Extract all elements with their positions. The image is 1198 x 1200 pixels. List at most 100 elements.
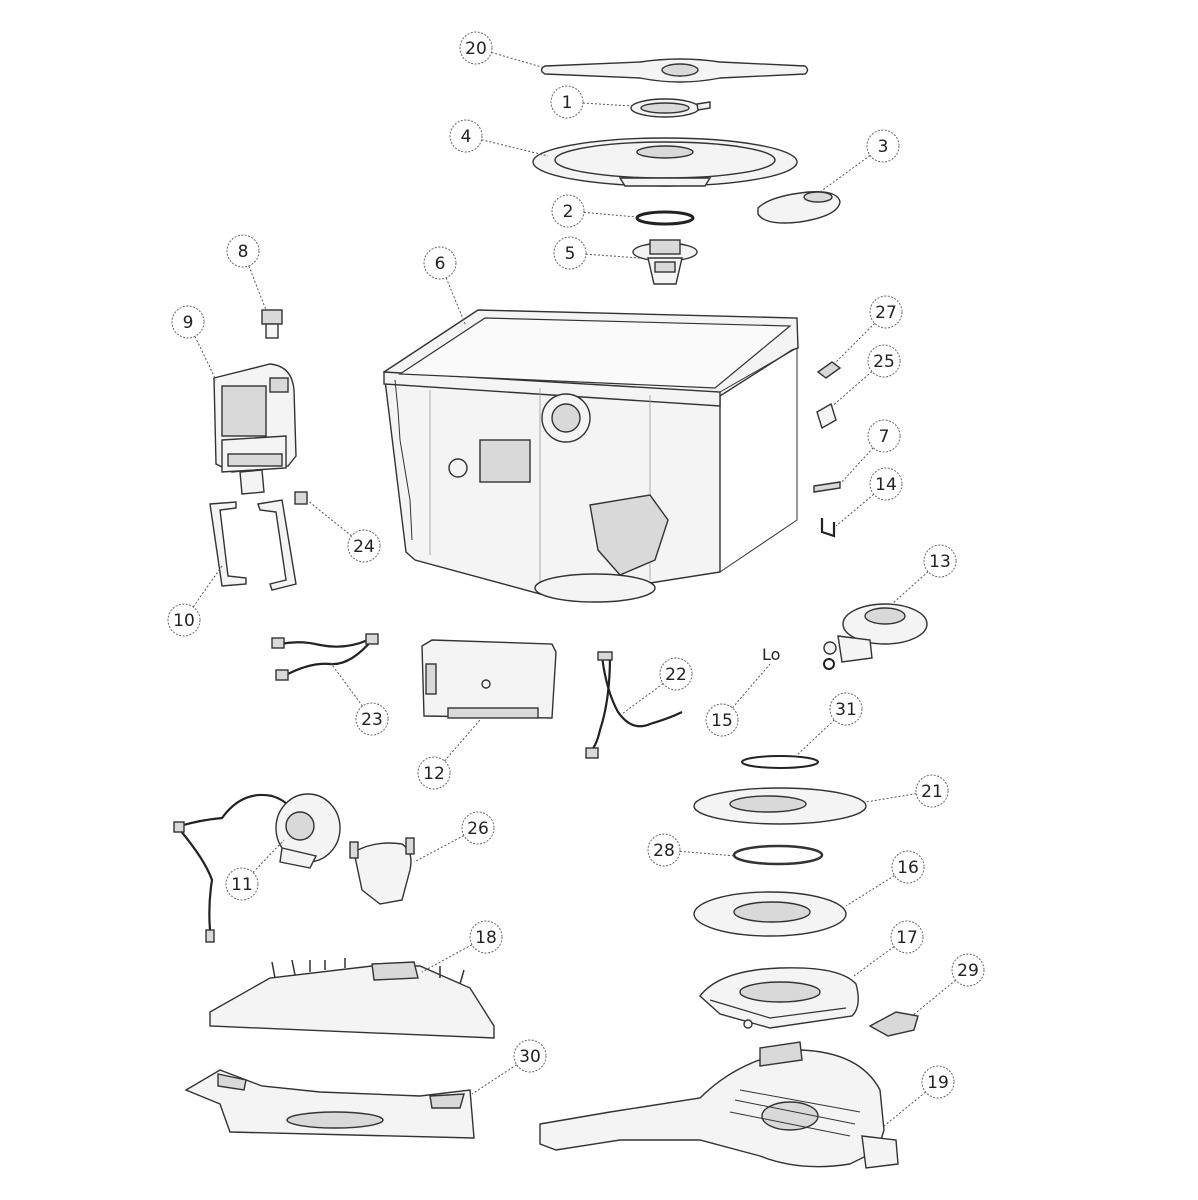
callout-bubble-23 xyxy=(355,702,389,736)
callout-bubble-15 xyxy=(705,703,739,737)
callout-29: 29 xyxy=(911,953,985,1017)
callout-label-30: 30 xyxy=(519,1047,541,1067)
callout-bubble-18 xyxy=(469,920,503,954)
callout-label-14: 14 xyxy=(875,475,897,495)
callout-2: 2 xyxy=(551,194,637,228)
callout-9: 9 xyxy=(171,305,217,381)
callout-6: 6 xyxy=(423,246,467,327)
part-31-gasket xyxy=(741,755,819,769)
callout-label-23: 23 xyxy=(361,710,383,730)
callout-16: 16 xyxy=(845,850,925,907)
callout-bubble-17 xyxy=(890,920,924,954)
part-13-oring xyxy=(823,658,835,670)
callout-15: 15 xyxy=(705,663,771,737)
callout-bubble-6 xyxy=(423,246,457,280)
callout-bubble-7 xyxy=(867,419,901,453)
callout-label-21: 21 xyxy=(921,782,943,802)
callout-bubble-26 xyxy=(461,811,495,845)
callout-bubble-20 xyxy=(459,31,493,65)
callout-label-26: 26 xyxy=(467,819,489,839)
callout-24: 24 xyxy=(306,499,381,563)
part-2-o-ring xyxy=(635,210,695,226)
callout-label-27: 27 xyxy=(875,303,897,323)
part-27-pad xyxy=(816,361,842,379)
callout-7: 7 xyxy=(839,419,901,485)
leader-line-4 xyxy=(481,139,549,157)
part-21-sump-gasket xyxy=(693,787,867,825)
leader-line-2 xyxy=(583,211,637,218)
callout-1: 1 xyxy=(550,85,633,119)
part-11-drain-pump xyxy=(173,793,341,943)
part-5-pump-hub xyxy=(632,239,698,285)
leader-line-28 xyxy=(679,850,737,857)
leader-line-6 xyxy=(445,277,467,327)
part-16-disk xyxy=(693,891,847,937)
part-17-frame xyxy=(699,967,859,1029)
callout-17: 17 xyxy=(853,920,924,977)
leader-line-10 xyxy=(192,565,223,608)
callout-label-29: 29 xyxy=(957,961,979,981)
leader-line-31 xyxy=(795,719,835,757)
callout-label-22: 22 xyxy=(665,665,687,685)
callout-11: 11 xyxy=(225,839,285,901)
callout-4: 4 xyxy=(449,119,549,157)
leader-line-25 xyxy=(829,371,873,409)
leader-line-1 xyxy=(582,102,633,107)
callout-19: 19 xyxy=(883,1065,955,1127)
leader-line-9 xyxy=(194,336,217,381)
callout-3: 3 xyxy=(819,129,900,193)
part-30-panel xyxy=(184,1069,475,1139)
leader-line-21 xyxy=(865,793,917,803)
part-6-tub xyxy=(383,309,799,603)
callout-12: 12 xyxy=(417,719,481,790)
leader-line-16 xyxy=(845,875,895,907)
leader-line-30 xyxy=(471,1064,517,1095)
callout-bubble-3 xyxy=(866,129,900,163)
callout-label-5: 5 xyxy=(565,244,576,264)
part-10-bracket xyxy=(209,499,297,591)
leader-line-20 xyxy=(491,51,546,69)
part-4-filter-plate xyxy=(532,137,798,187)
part-3-filter-cup xyxy=(757,191,841,224)
callout-bubble-24 xyxy=(347,529,381,563)
callout-label-8: 8 xyxy=(238,242,249,262)
part-14-clip xyxy=(820,518,836,538)
callout-label-19: 19 xyxy=(927,1073,949,1093)
callout-bubble-4 xyxy=(449,119,483,153)
part-13-sump xyxy=(823,603,928,663)
callout-label-6: 6 xyxy=(435,254,446,274)
part-18-cover xyxy=(209,958,495,1039)
leader-line-26 xyxy=(413,835,465,863)
callout-label-2: 2 xyxy=(563,202,574,222)
part-29-clip xyxy=(868,1011,919,1037)
part-9-controller xyxy=(213,363,297,495)
leader-line-29 xyxy=(911,979,956,1017)
callout-28: 28 xyxy=(647,833,737,867)
callout-label-12: 12 xyxy=(423,764,445,784)
callout-bubble-30 xyxy=(513,1039,547,1073)
callout-bubble-13 xyxy=(923,544,957,578)
part-28-ring xyxy=(732,844,824,866)
callout-bubble-8 xyxy=(226,234,260,268)
leader-line-24 xyxy=(306,499,352,537)
part-1-ring xyxy=(630,98,711,118)
callout-21: 21 xyxy=(865,774,949,808)
part-12-control-board xyxy=(421,639,557,719)
leader-line-13 xyxy=(891,571,929,605)
callout-bubble-28 xyxy=(647,833,681,867)
leader-line-18 xyxy=(421,944,473,973)
part-25-square-pad xyxy=(816,402,837,430)
callout-label-20: 20 xyxy=(465,39,487,59)
part-20-spray-arm xyxy=(540,58,809,83)
callout-label-11: 11 xyxy=(231,875,253,895)
part-23-harness xyxy=(271,633,379,681)
callout-bubble-14 xyxy=(869,467,903,501)
part-19-base xyxy=(539,1041,899,1169)
callout-8: 8 xyxy=(226,234,267,311)
callout-bubble-2 xyxy=(551,194,585,228)
callout-25: 25 xyxy=(829,344,901,409)
leader-line-14 xyxy=(835,493,875,527)
callout-bubble-9 xyxy=(171,305,205,339)
callout-bubble-27 xyxy=(869,295,903,329)
